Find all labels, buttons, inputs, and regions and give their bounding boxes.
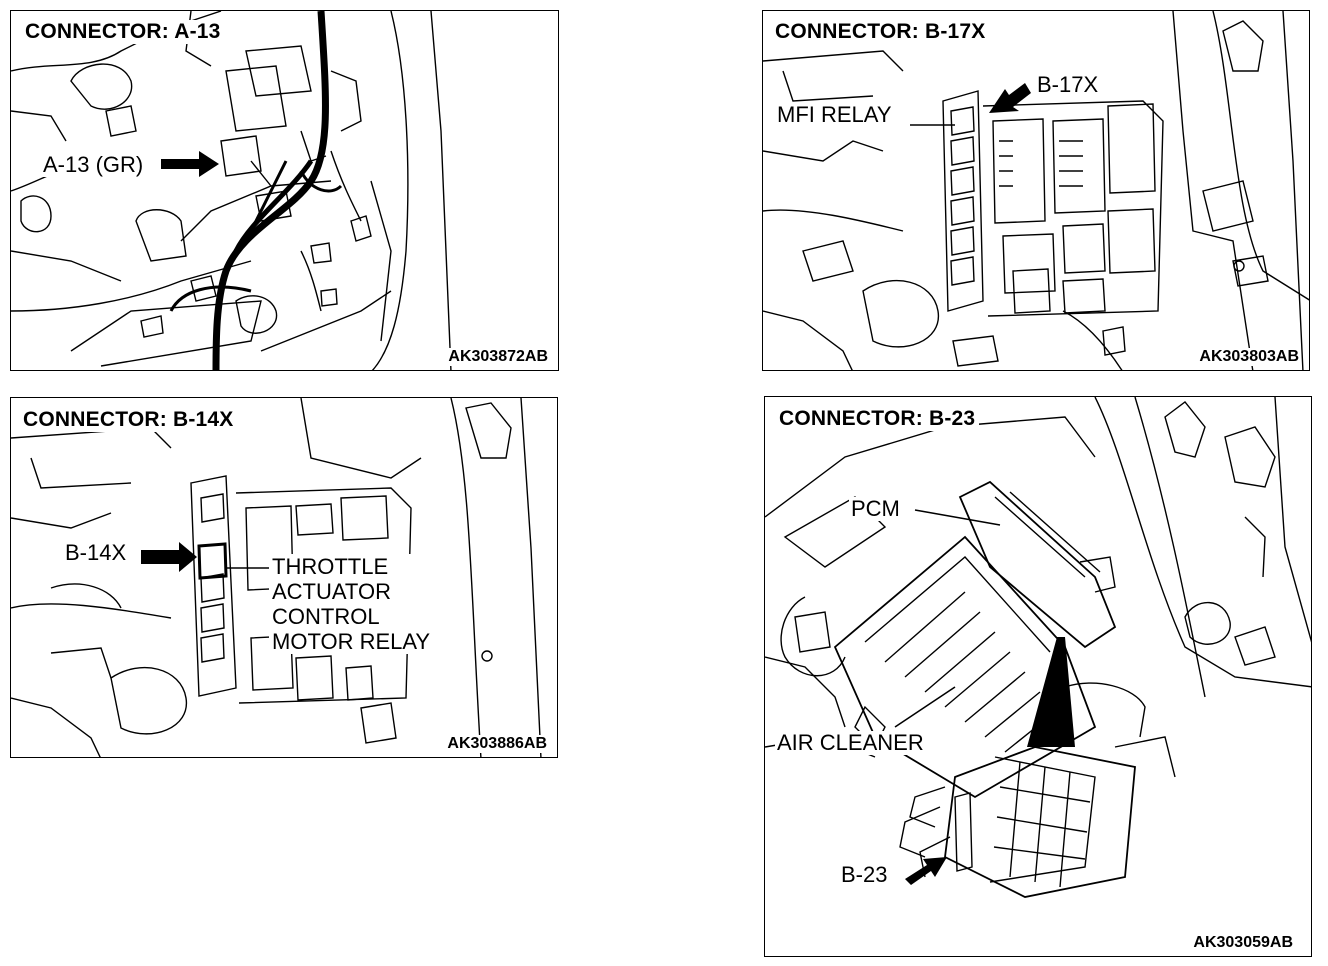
connector-label-b14x: B-14X (63, 540, 129, 565)
panel-connector-a13: CONNECTOR: A-13 A-13 (GR) AK303872AB (10, 10, 559, 371)
relay-label-throttle-actuator: THROTTLE ACTUATOR CONTROL MOTOR RELAY (269, 554, 434, 654)
relay-label-line: THROTTLE (272, 554, 389, 579)
figure-code: AK303059AB (1191, 934, 1295, 952)
pcm-air-cleaner-illustration-b23 (765, 397, 1311, 898)
figure-code: AK303872AB (446, 348, 550, 366)
relay-label-line: ACTUATOR (272, 579, 391, 604)
panel-title: CONNECTOR: B-14X (19, 408, 238, 432)
pcm-label: PCM (849, 496, 902, 521)
panel-title: CONNECTOR: B-17X (771, 20, 990, 44)
panel-connector-b17x: CONNECTOR: B-17X B-17X MFI RELAY AK30380… (762, 10, 1310, 371)
relay-box-illustration-b17x (763, 11, 1309, 370)
panel-connector-b23: CONNECTOR: B-23 PCM AIR CLEANER B-23 AK3… (764, 396, 1312, 957)
connector-label-a13: A-13 (GR) (41, 152, 146, 177)
engine-bay-illustration-a13 (11, 11, 452, 370)
panel-title: CONNECTOR: B-23 (775, 407, 980, 431)
air-cleaner-label: AIR CLEANER (775, 730, 926, 755)
relay-label-line: MOTOR RELAY (272, 629, 431, 654)
connector-label-b23: B-23 (839, 862, 890, 887)
panel-title: CONNECTOR: A-13 (21, 20, 225, 44)
b23-pointer-arrow (905, 857, 947, 885)
b17x-pointer-arrow (989, 83, 1031, 113)
pcm-location-pointer (1027, 637, 1075, 747)
figure-code: AK303886AB (445, 735, 549, 753)
figure-code: AK303803AB (1197, 348, 1301, 366)
a13-pointer-arrow (161, 151, 219, 177)
b14x-pointer-arrow (141, 542, 197, 572)
panel-connector-b14x: CONNECTOR: B-14X B-14X THROTTLE ACTUATOR… (10, 397, 558, 758)
connector-label-b17x: B-17X (1035, 72, 1101, 97)
relay-label-mfi: MFI RELAY (775, 102, 894, 127)
relay-label-line: CONTROL (272, 604, 380, 629)
